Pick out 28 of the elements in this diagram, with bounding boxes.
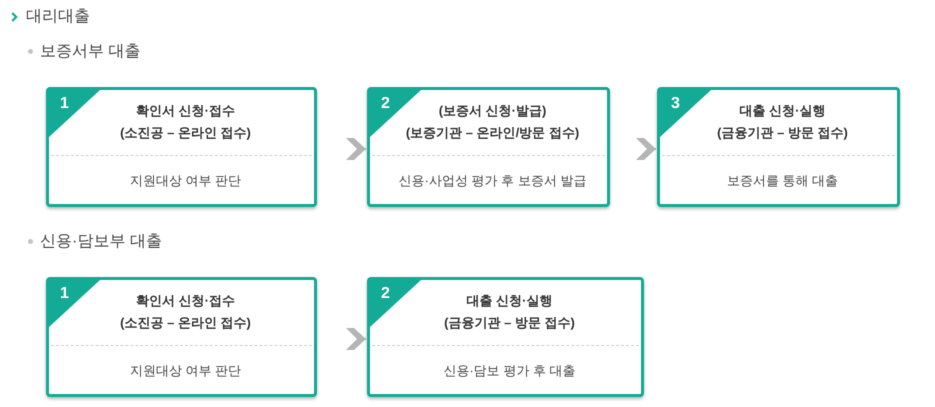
step-description: 신용·담보 평가 후 대출: [443, 362, 576, 380]
subsection-heading: 신용·담보부 대출: [40, 232, 162, 252]
step-description: 보증서를 통해 대출: [726, 172, 838, 190]
step-heading: 확인서 신청·접수: [136, 102, 235, 120]
step-number: 2: [381, 284, 390, 304]
step-number: 1: [60, 284, 69, 304]
step-heading: 대출 신청·실행: [740, 102, 826, 120]
step-description: 지원대상 여부 판단: [130, 172, 242, 190]
step-heading: (금융기관 – 방문 접수): [717, 124, 848, 142]
step-description: 지원대상 여부 판단: [130, 362, 242, 380]
step-heading: (소진공 – 온라인 접수): [120, 124, 251, 142]
step-card: [657, 87, 900, 207]
step-card: [46, 277, 317, 397]
step-card: [46, 87, 317, 207]
step-heading: (보증서 신청·발급): [438, 102, 546, 120]
step-card: [367, 87, 610, 207]
step-card: [367, 277, 644, 397]
step-heading: (보증기관 – 온라인/방문 접수): [406, 124, 580, 142]
step-heading: (소진공 – 온라인 접수): [120, 314, 251, 332]
step-number: 2: [381, 94, 390, 114]
step-heading: 확인서 신청·접수: [136, 292, 235, 310]
step-number: 1: [60, 94, 69, 114]
step-heading: 대출 신청·실행: [466, 292, 552, 310]
step-description: 신용·사업성 평가 후 보증서 발급: [398, 172, 586, 190]
step-heading: (금융기관 – 방문 접수): [444, 314, 575, 332]
step-number: 3: [671, 94, 680, 114]
subsection-heading: 보증서부 대출: [40, 42, 140, 62]
section-title: 대리대출: [26, 7, 90, 27]
